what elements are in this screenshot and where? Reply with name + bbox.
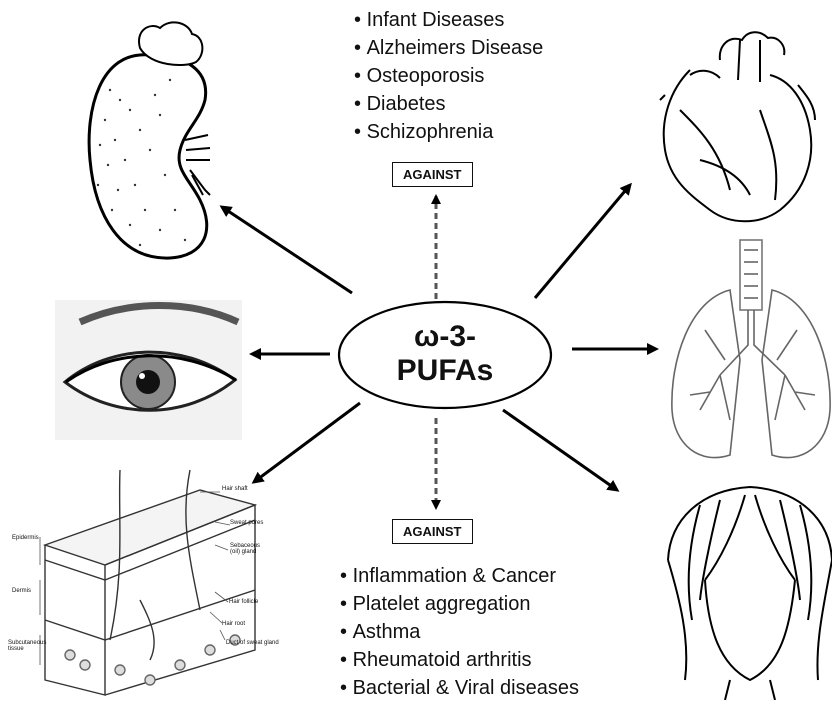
skin-label-epidermis: Epidermis [12,535,39,541]
skin-label-duct: Duct of sweat gland [226,640,279,646]
list-item: Diabetes [354,90,543,118]
top-disease-list: Infant Diseases Alzheimers Disease Osteo… [354,6,543,146]
center-label-line1: ω-3- [345,320,545,354]
list-item: Platelet aggregation [340,590,579,618]
skin-icon [40,470,255,695]
list-item: Osteoporosis [354,62,543,90]
skin-label-hair-root: Hair root [222,621,245,627]
heart-icon [660,32,815,221]
list-item: Infant Diseases [354,6,543,34]
against-box-bottom: AGAINST [392,519,473,544]
skin-label-subcutaneous: Subcutaneous tissue [8,640,42,652]
list-item: Bacterial & Viral diseases [340,674,579,702]
skin-label-sebaceous: Sebaceous (oil) gland [230,543,270,555]
list-item: Asthma [340,618,579,646]
skin-label-hair-shaft: Hair shaft [222,486,248,492]
list-item: Inflammation & Cancer [340,562,579,590]
arrow-to-kidney [222,207,352,293]
skin-label-sweat-pores: Sweat pores [230,520,263,526]
arrow-to-skin [254,403,360,482]
arrow-to-heart [535,185,630,298]
list-item: Rheumatoid arthritis [340,646,579,674]
lungs-icon [672,240,830,458]
skin-label-dermis: Dermis [12,588,31,594]
list-item: Schizophrenia [354,118,543,146]
arrow-to-hair [503,410,617,490]
center-label-line2: PUFAs [345,354,545,388]
against-box-top: AGAINST [392,162,473,187]
center-label: ω-3- PUFAs [345,320,545,388]
kidney-icon [89,22,210,258]
bottom-disease-list: Inflammation & Cancer Platelet aggregati… [340,562,579,702]
list-item: Alzheimers Disease [354,34,543,62]
hair-icon [668,487,832,700]
eye-icon [55,300,242,440]
skin-label-hair-follicle: Hair follicle [229,599,258,605]
